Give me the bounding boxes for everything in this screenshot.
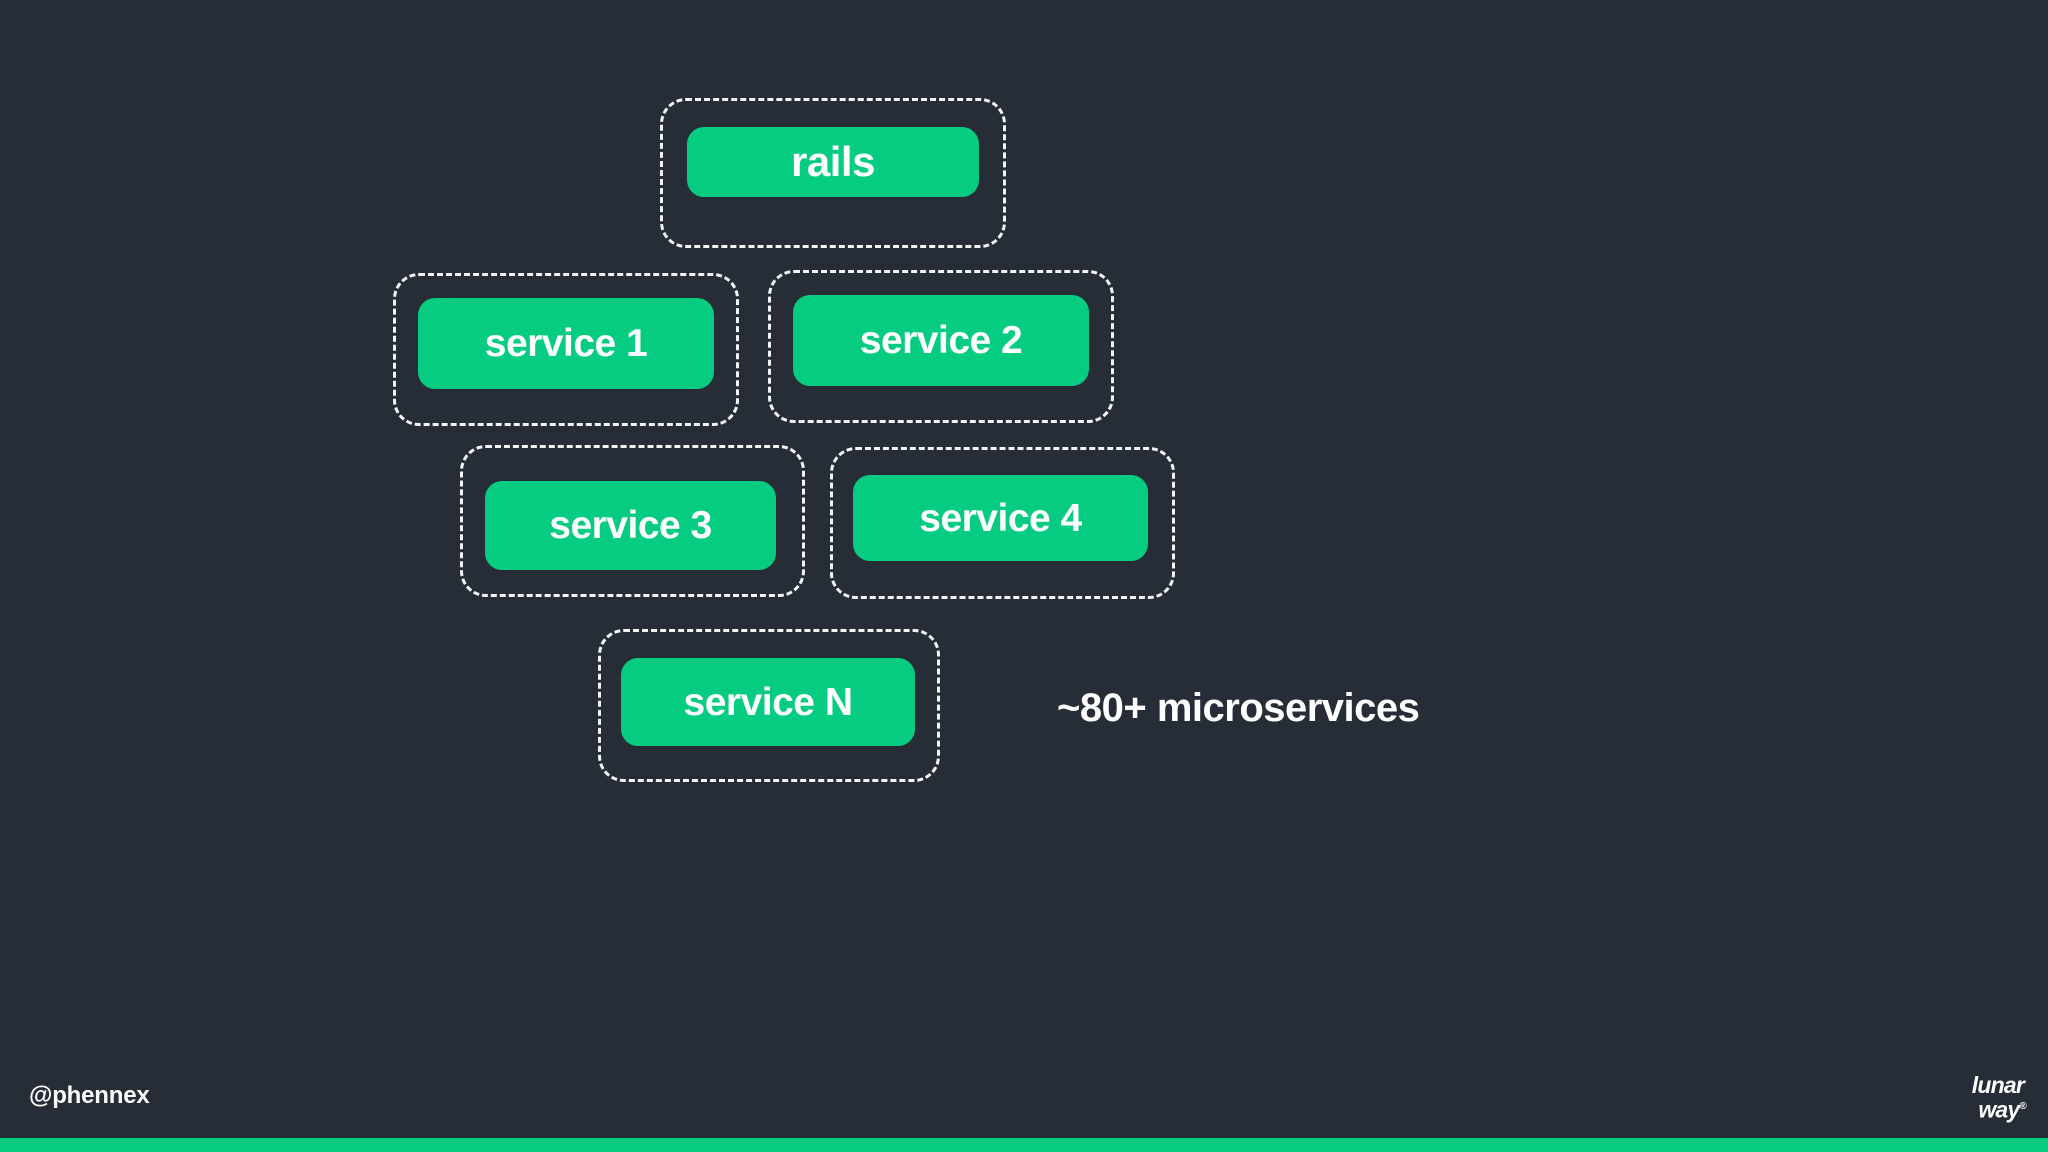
service-chip-label: service 1 [484,322,648,365]
service-chip-service-3: service 3 [485,481,776,570]
registered-trademark-icon: ® [2019,1101,2026,1112]
diagram-node-service-1[interactable]: service 1 [393,273,739,426]
diagram-node-service-2[interactable]: service 2 [768,270,1114,423]
lunar-way-logo: lunar way® [1934,1072,2027,1123]
service-chip-rails: rails [687,127,979,197]
service-chip-service-n: service N [621,658,915,746]
service-chip-label: service 4 [919,496,1082,540]
service-chip-service-4: service 4 [853,475,1148,561]
service-chip-label: service 2 [859,319,1023,362]
diagram-node-rails[interactable]: rails [660,98,1006,248]
accent-bottom-bar [0,1138,2048,1152]
microservices-count-annotation: ~80+ microservices [1057,686,1420,730]
service-chip-label: rails [791,138,875,185]
logo-line-lunar: lunar [1971,1072,2025,1098]
logo-line-way: way® [1934,1096,2026,1121]
service-chip-service-1: service 1 [418,298,714,389]
diagram-node-service-3[interactable]: service 3 [460,445,805,597]
service-chip-label: service 3 [549,504,712,547]
presenter-handle: @phennex [29,1082,150,1109]
diagram-node-service-4[interactable]: service 4 [830,447,1175,599]
diagram-node-service-n[interactable]: service N [598,629,940,782]
service-chip-label: service N [683,680,853,724]
logo-word-way: way [1978,1096,2020,1123]
service-chip-service-2: service 2 [793,295,1089,386]
